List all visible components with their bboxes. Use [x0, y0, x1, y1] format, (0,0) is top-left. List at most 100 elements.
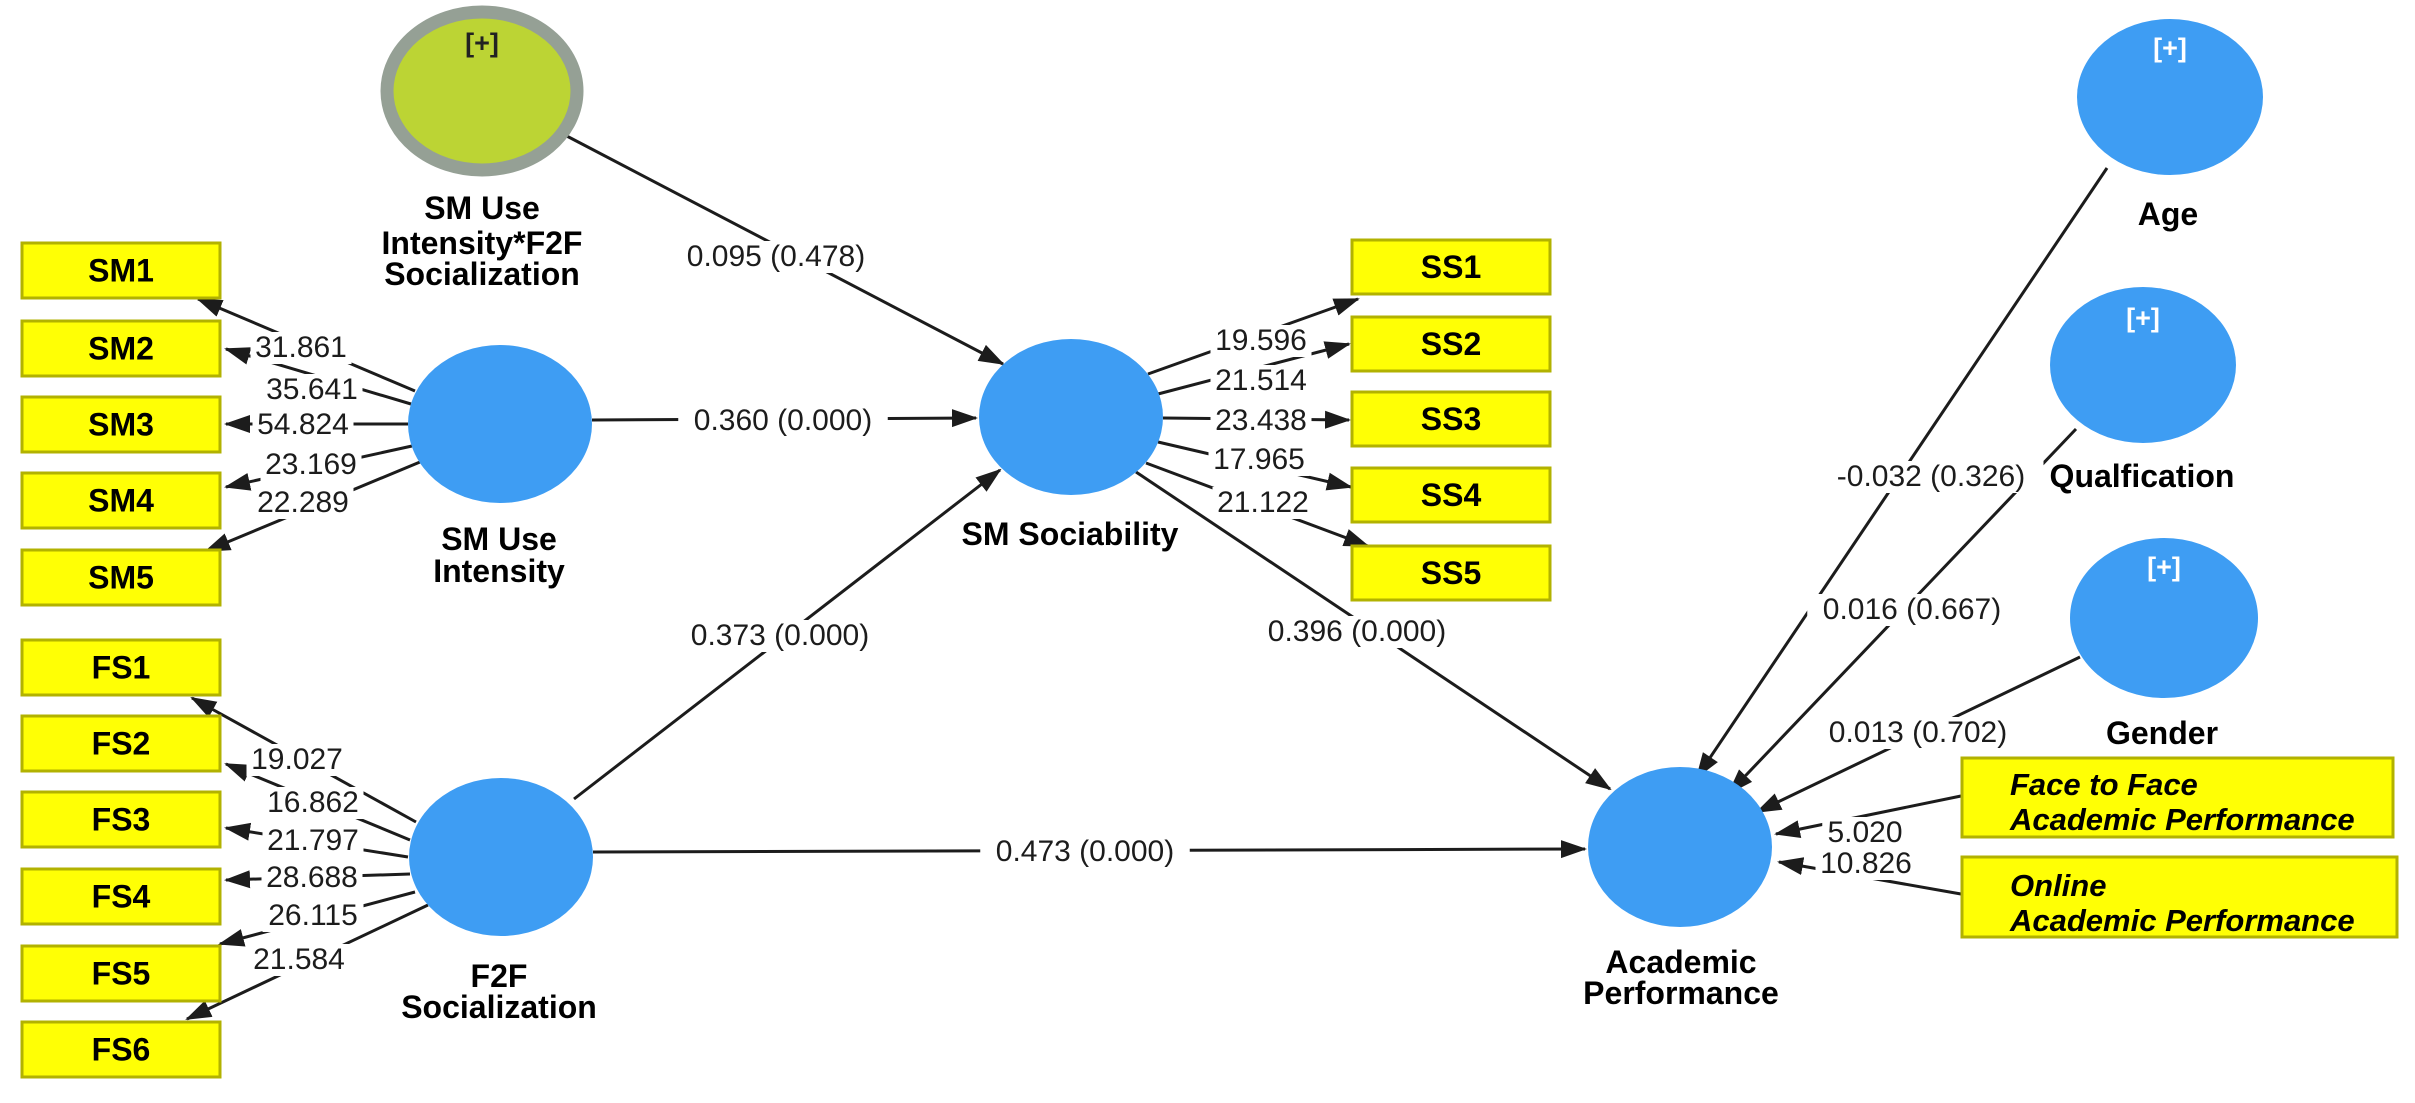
label-backing — [1822, 817, 1908, 849]
expand-plus-icon: [+] — [465, 28, 499, 58]
latent-node-sm-sociability: SM Sociability — [962, 339, 1179, 552]
path-coefficient-label-smui-to-sm5: 22.289 — [257, 486, 349, 519]
path-coefficient-label-f2f-to-smsoc: 0.373 (0.000) — [691, 619, 869, 652]
indicator-box-ss2: SS2 — [1350, 315, 1552, 373]
path-coefficient-label-smsoc-to-ss1: 19.596 — [1215, 324, 1307, 357]
label-backing — [262, 787, 364, 819]
path-coefficient-label-smui-to-sm3: 54.824 — [257, 408, 349, 441]
label-backing — [980, 836, 1190, 868]
indicator-label: FS6 — [92, 1032, 151, 1068]
label-backing — [252, 487, 354, 519]
latent-ellipse — [979, 339, 1163, 495]
label-backing — [678, 405, 888, 437]
path-coefficient-label-age-to-ap: -0.032 (0.326) — [1837, 460, 2025, 493]
indicator-label: FS5 — [92, 956, 151, 992]
path-coefficient-label-smui-to-sm1: 31.861 — [255, 331, 347, 364]
latent-ellipse — [1588, 767, 1772, 927]
indicator-box-fs5: FS5 — [20, 944, 222, 1003]
indicator-rect — [20, 867, 222, 926]
indicator-box-ss4: SS4 — [1350, 466, 1552, 524]
indicator-label: FS1 — [92, 650, 151, 686]
indicator-label: SS3 — [1421, 401, 1481, 437]
latent-node-label: F2F — [471, 958, 528, 994]
indicator-label: FS4 — [92, 879, 151, 915]
text-box-label: Academic Performance — [2009, 903, 2355, 938]
path-coefficient-label-f2f-to-fs4: 28.688 — [266, 861, 358, 894]
indicator-label: SM1 — [88, 253, 154, 289]
indicator-box-fs1: FS1 — [20, 638, 222, 697]
label-backing — [675, 620, 885, 652]
indicator-box-ss3: SS3 — [1350, 390, 1552, 448]
indicator-box-fs6: FS6 — [20, 1020, 222, 1079]
path-coefficient-label-smui-to-smsoc: 0.360 (0.000) — [694, 404, 872, 437]
path-coefficient-label-online-ap-box-to-ap: 10.826 — [1820, 847, 1912, 880]
path-coefficient-label-f2f-ap-box-to-ap: 5.020 — [1827, 816, 1902, 849]
latent-node-label: Performance — [1583, 975, 1779, 1011]
path-coefficient-label-moderation-to-smsoc: 0.095 (0.478) — [687, 240, 865, 273]
latent-node-label: Qualfication — [2050, 458, 2235, 494]
indicator-rect — [20, 638, 222, 697]
path-line-f2f-ap-box-to-ap — [1774, 794, 1962, 838]
indicator-label: FS2 — [92, 726, 151, 762]
path-coefficient-label-smui-to-sm4: 23.169 — [265, 448, 357, 481]
label-backing — [261, 862, 363, 894]
label-backing — [1815, 848, 1917, 880]
path-coefficient-label-f2f-to-fs1: 19.027 — [251, 743, 343, 776]
indicator-rect — [20, 1020, 222, 1079]
latent-ellipse — [408, 345, 592, 503]
expand-plus-icon: [+] — [2153, 33, 2187, 63]
indicator-rect — [20, 241, 222, 300]
path-coefficient-label-f2f-to-fs2: 16.862 — [267, 786, 359, 819]
indicator-box-fs4: FS4 — [20, 867, 222, 926]
indicator-rect — [20, 714, 222, 773]
indicator-rect — [20, 471, 222, 530]
latent-ellipse — [2050, 287, 2236, 443]
latent-node-label: SM Use — [441, 521, 557, 557]
label-backing — [260, 449, 362, 481]
indicator-box-fs2: FS2 — [20, 714, 222, 773]
indicator-label: SM2 — [88, 331, 154, 367]
text-box-rect — [1960, 756, 2395, 839]
indicator-label: SS2 — [1421, 326, 1481, 362]
label-backing — [1813, 717, 2023, 749]
latent-node-label: Socialization — [401, 989, 597, 1025]
latent-node-qualification: [+]Qualfication — [2050, 287, 2236, 494]
latent-node-label: Socialization — [384, 256, 580, 292]
label-backing — [262, 825, 364, 857]
indicator-box-ss5: SS5 — [1350, 544, 1552, 602]
label-backing — [1210, 405, 1312, 437]
indicator-label: SS5 — [1421, 555, 1481, 591]
path-coefficient-label-f2f-to-fs6: 21.584 — [253, 943, 345, 976]
indicator-box-fs3: FS3 — [20, 790, 222, 849]
indicator-rect — [1350, 315, 1552, 373]
latent-ellipse — [2077, 19, 2263, 175]
latent-node-label: SM Use — [424, 190, 540, 226]
path-coefficient-label-smsoc-to-ss3: 23.438 — [1215, 404, 1307, 437]
path-coefficient-label-smsoc-to-ss5: 21.122 — [1217, 486, 1309, 519]
path-coefficient-label-smsoc-to-ss2: 21.514 — [1215, 364, 1307, 397]
indicator-rect — [1350, 390, 1552, 448]
indicator-label: SM4 — [88, 483, 154, 519]
latent-node-label: Academic — [1605, 944, 1756, 980]
latent-ellipse — [2070, 538, 2258, 698]
indicator-box-sm4: SM4 — [20, 471, 222, 530]
expand-plus-icon: [+] — [2147, 552, 2181, 582]
path-coefficient-label-f2f-to-fs3: 21.797 — [267, 824, 359, 857]
indicator-rect — [20, 395, 222, 454]
path-coefficient-label-qualification-to-ap: 0.016 (0.667) — [1823, 593, 2001, 626]
label-backing — [262, 900, 364, 932]
label-backing — [671, 241, 881, 273]
label-backing — [248, 944, 350, 976]
latent-node-label: Intensity*F2F — [382, 225, 583, 261]
indicator-box-sm2: SM2 — [20, 319, 222, 378]
path-coefficient-label-smui-to-sm2: 35.641 — [266, 373, 358, 406]
label-backing — [1252, 616, 1462, 648]
indicator-rect — [1350, 238, 1552, 296]
text-box-label: Online — [2010, 868, 2106, 903]
